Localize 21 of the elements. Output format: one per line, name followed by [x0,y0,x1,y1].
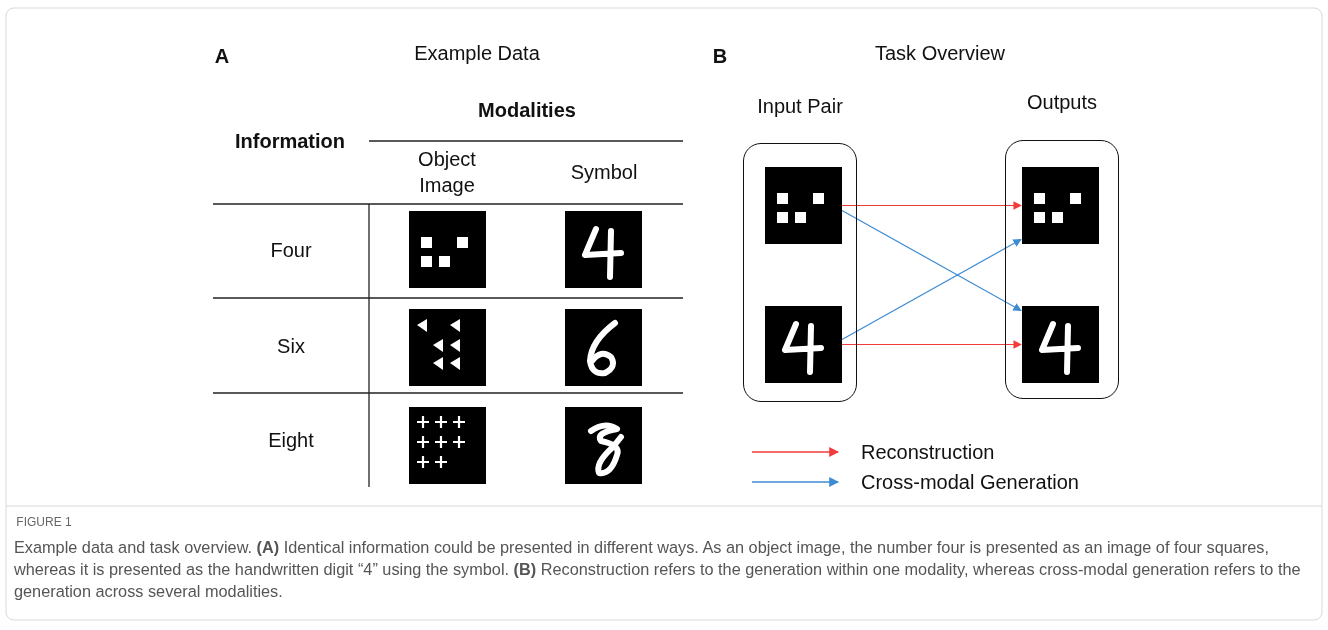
panel-letter: A [214,44,230,68]
figure-caption: Example data and task overview. (A) Identical information could be presented in different ways. As an object image, the number four is presented as an image of four squares, whereas it is presented as the handwritten digit “4” using the symbol. (B) Reconstruction refers to the generation within one modality, whereas cross-modal generation refers to the generation across several modalities. [14,537,1302,602]
group-heading: Input Pair [757,94,843,118]
row-label: Four [270,238,312,262]
legend-label: Reconstruction [861,440,995,464]
arrow [841,201,1022,210]
arrow [841,238,1022,341]
row-header: Information [235,129,345,153]
column-header: Symbol [570,160,638,184]
legend-label: Cross-modal Generation [861,470,1079,494]
row-label: Eight [268,428,314,452]
column-header: Object Image [417,147,477,198]
column-header: Modalities [478,98,576,122]
row-label: Six [277,334,305,358]
figure-number: FIGURE 1 [16,515,72,529]
arrow [841,340,1022,349]
group-heading: Outputs [1027,90,1097,114]
arrow [841,209,1022,312]
panel-title: Example Data [414,41,540,65]
panel-title: Task Overview [875,41,1005,65]
panel-letter: B [712,44,728,68]
